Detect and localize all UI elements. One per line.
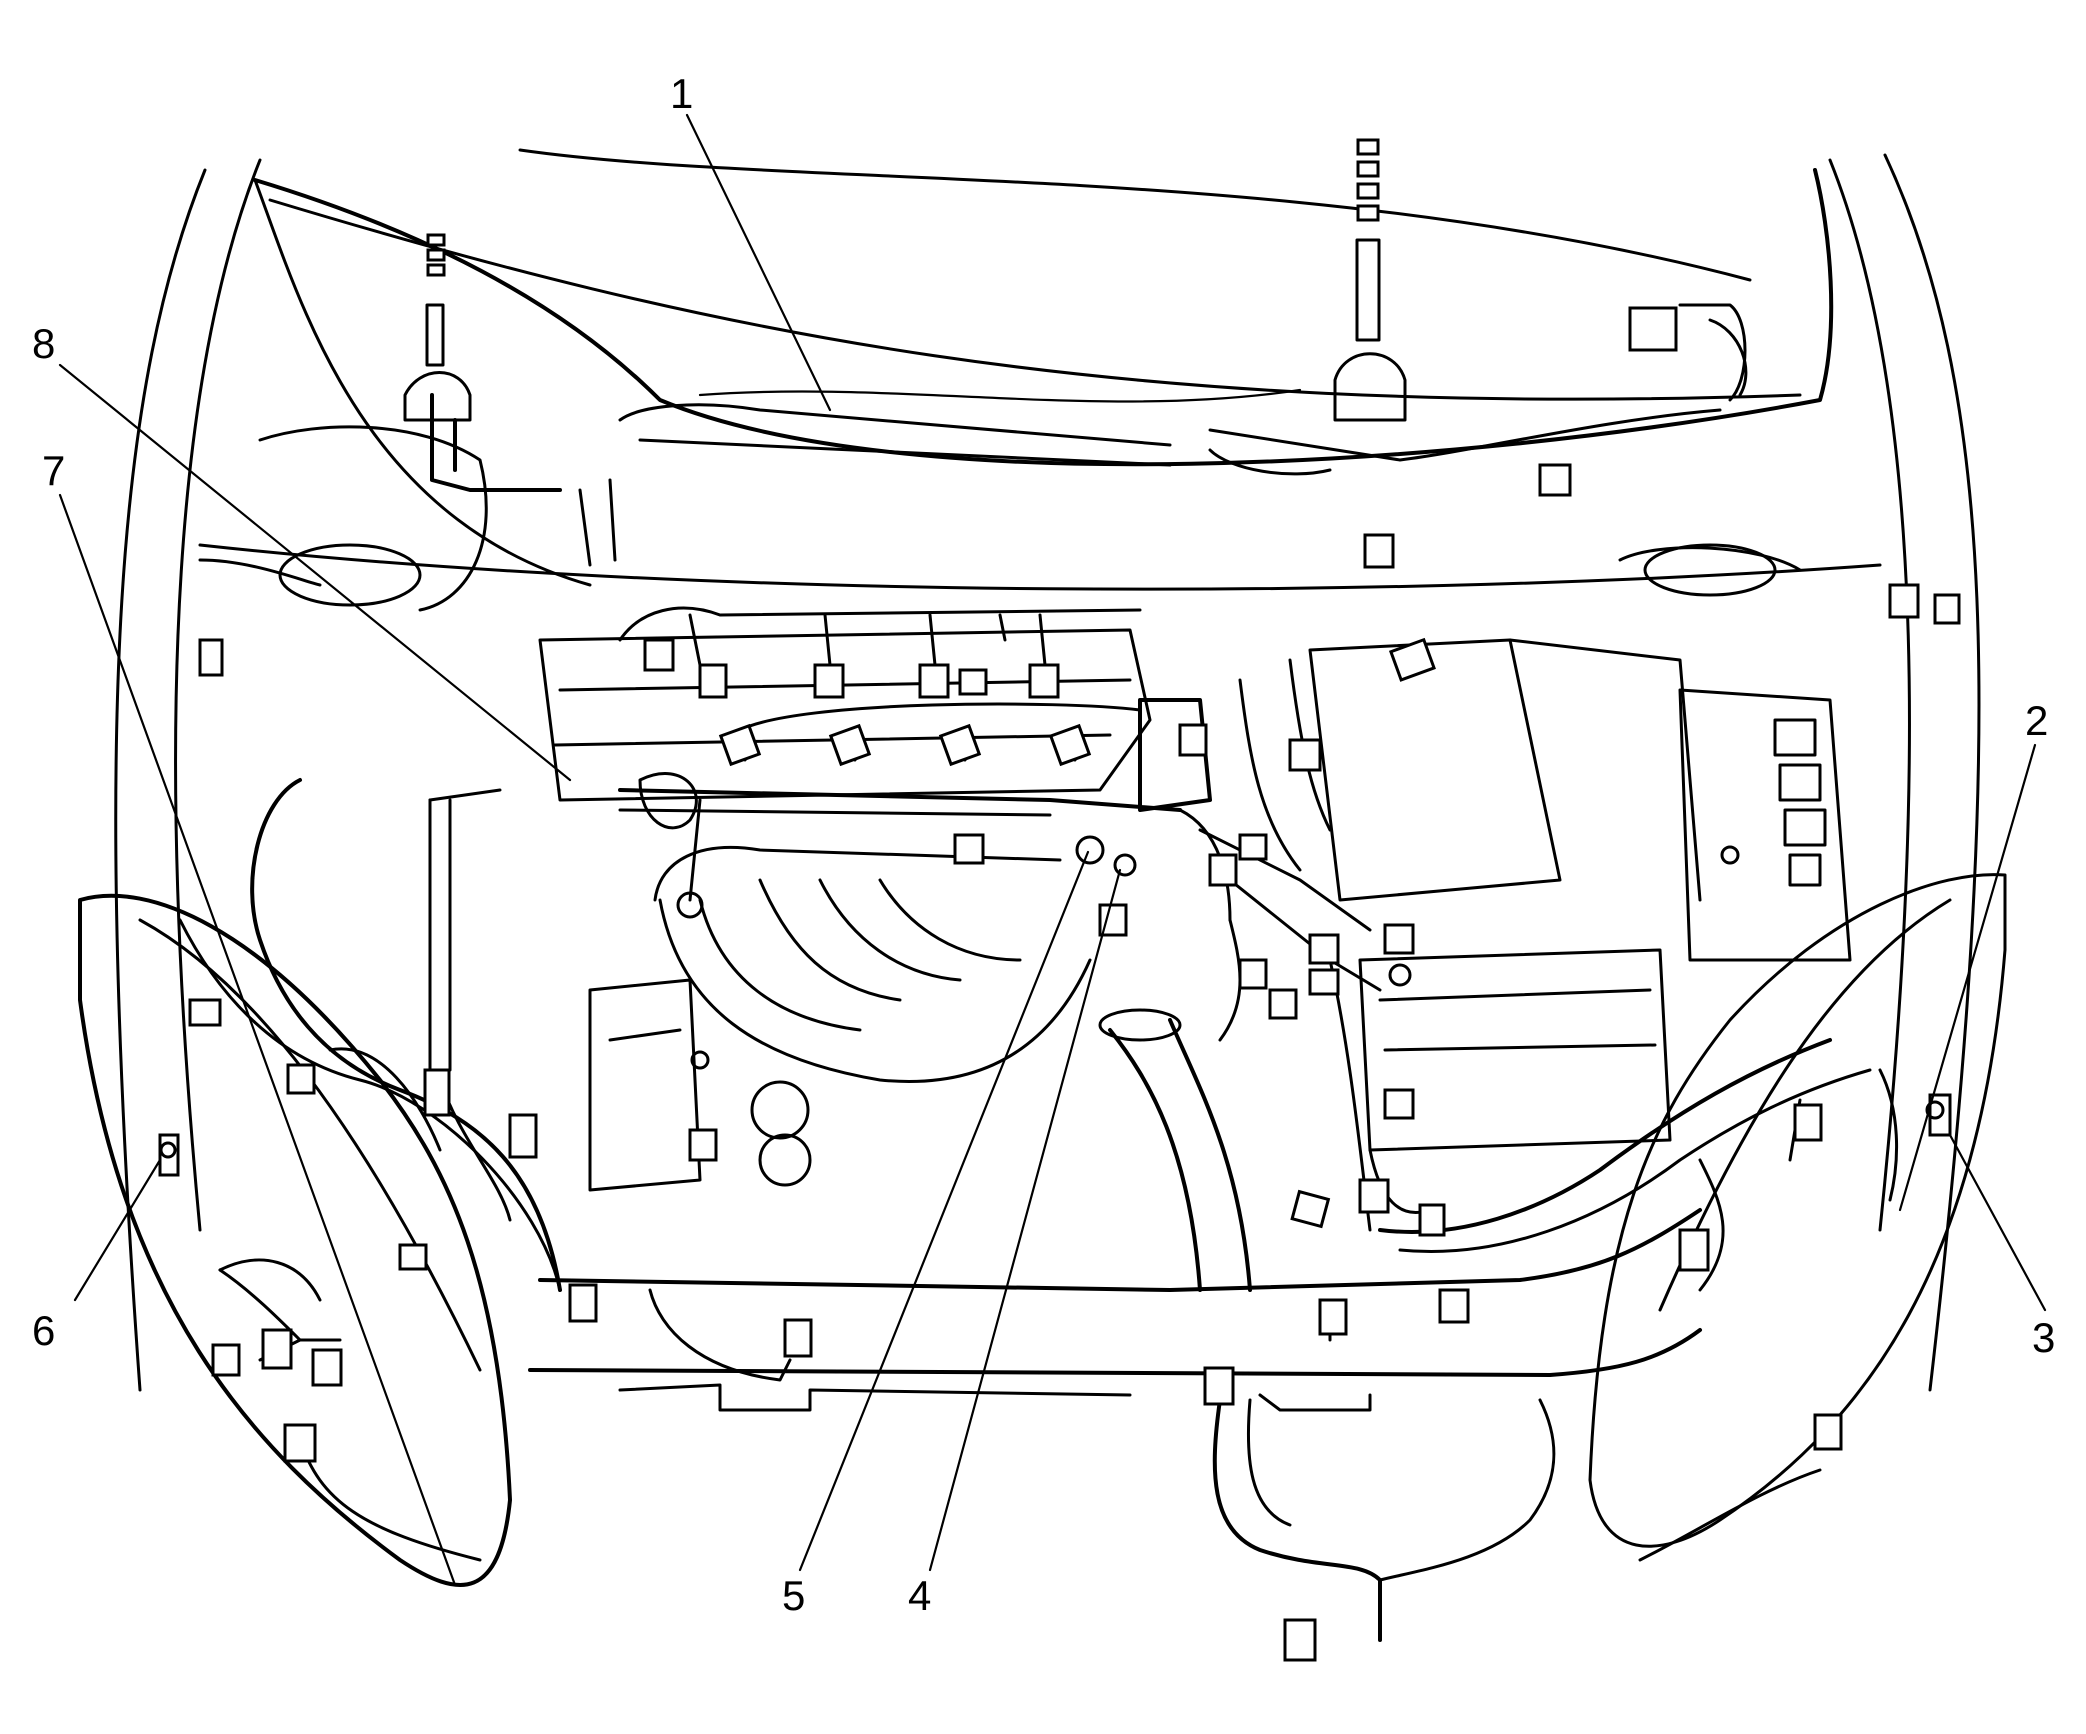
callouts: 1 2 3 4 5 6 7 8 (32, 70, 2055, 1619)
front-crossmember (528, 1208, 1702, 1412)
wiring-harness (178, 303, 1872, 1642)
callout-3: 3 (2032, 1314, 2055, 1361)
callout-7: 7 (42, 447, 65, 494)
engine-block (538, 628, 1252, 1292)
callout-8: 8 (32, 320, 55, 367)
ground-points (159, 835, 1945, 1159)
callout-5: 5 (782, 1572, 805, 1619)
headlamps (78, 873, 2007, 1587)
callout-2: 2 (2025, 697, 2048, 744)
callout-4: 4 (908, 1572, 931, 1619)
vehicle-body-outline (114, 138, 1981, 1392)
callout-6: 6 (32, 1307, 55, 1354)
right-side-components (1238, 638, 1852, 1152)
callout-1: 1 (670, 70, 693, 117)
callout-leaders (58, 113, 2047, 1587)
harness-connectors (158, 306, 1961, 1662)
shock-towers (258, 425, 1802, 612)
